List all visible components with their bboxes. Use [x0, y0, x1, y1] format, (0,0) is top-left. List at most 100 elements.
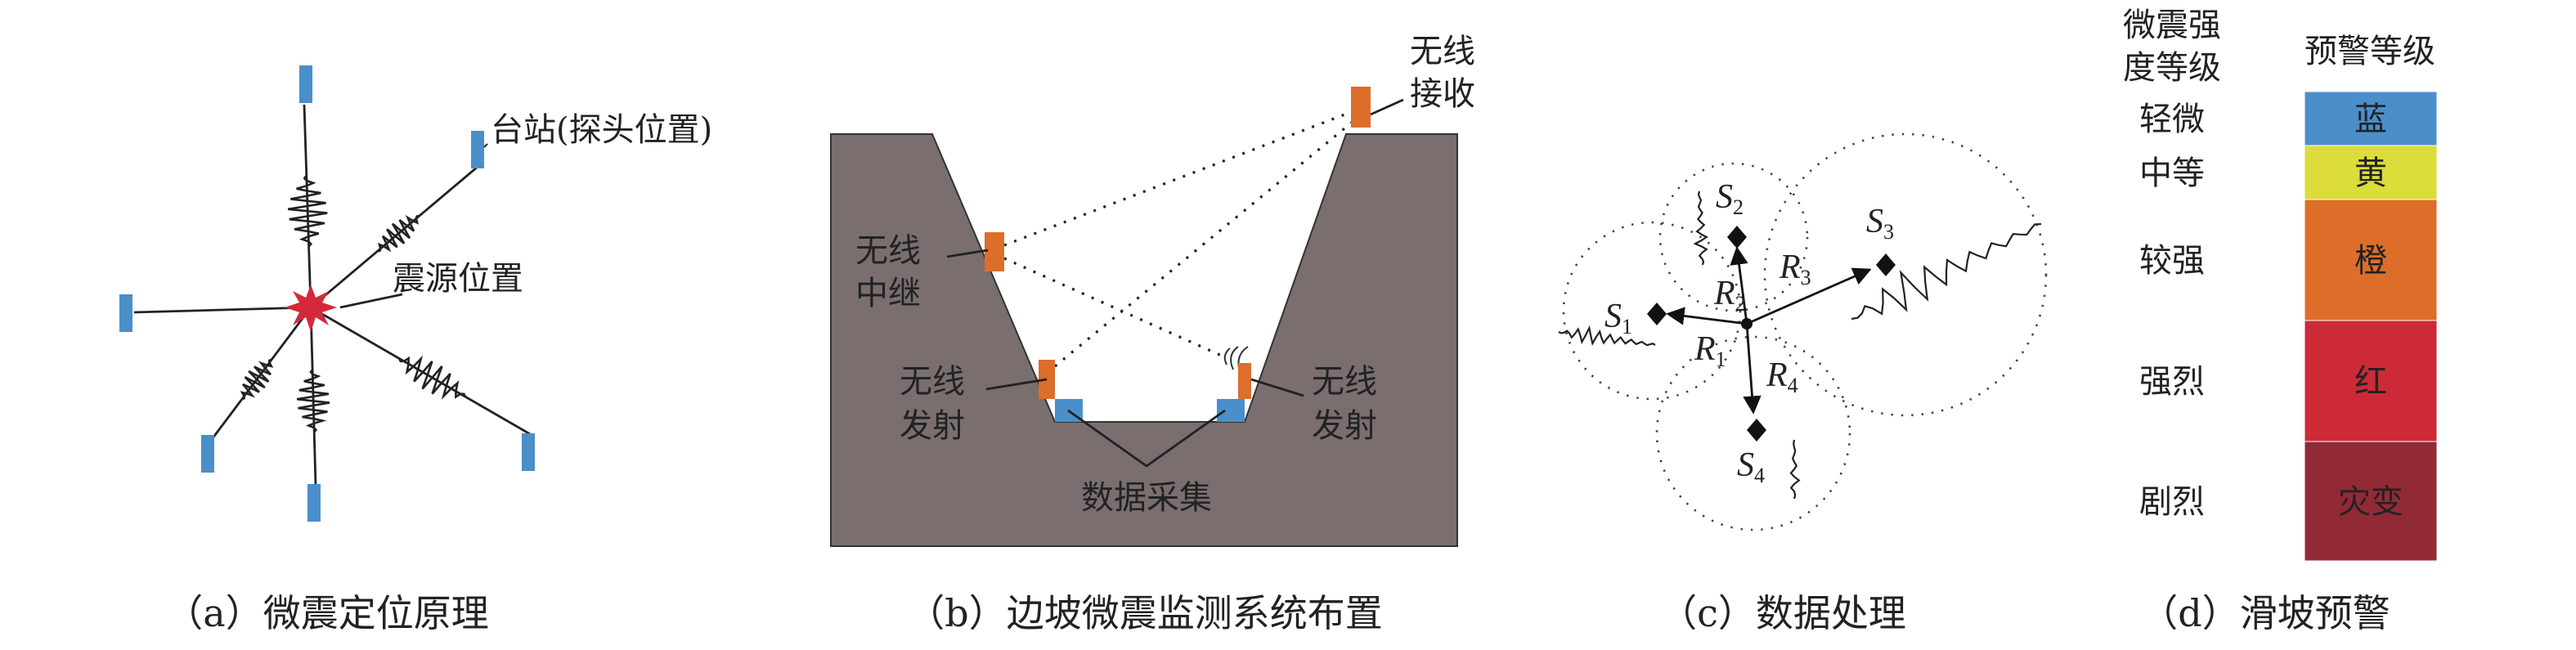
- warning-color-swatch: [2304, 91, 2438, 146]
- seismic-wave-icon: [397, 355, 467, 401]
- emit-left-label-1: 无线: [900, 363, 965, 401]
- relay-label-2: 中继: [855, 275, 921, 312]
- wave-path: [310, 165, 478, 309]
- warning-level-row: 较强橙: [2139, 199, 2438, 321]
- panel-a-microseismic-location: 台站(探头位置) 震源位置 （a）微震定位原理: [119, 65, 712, 635]
- arrow-r4: [1743, 323, 1761, 415]
- station-leader-line: [483, 143, 488, 148]
- station-label: 台站(探头位置): [491, 111, 712, 149]
- stations: [119, 65, 535, 522]
- circle-s2: [1658, 162, 1809, 312]
- range-circles: [1562, 132, 2048, 531]
- radius-label: R1: [1694, 330, 1726, 371]
- sensor-label: S2: [1716, 178, 1744, 219]
- warning-level-row: 强烈 红: [2139, 320, 2438, 442]
- sensor-s2-diamond-icon: [1727, 226, 1747, 249]
- source-label: 震源位置: [393, 260, 523, 298]
- circle-s3: [1763, 132, 2048, 417]
- warning-color-swatch: [2304, 441, 2438, 562]
- intensity-label: 剧烈: [2139, 483, 2205, 521]
- station-sensor: [201, 435, 214, 473]
- sensor-s1-diamond-icon: [1647, 303, 1667, 325]
- sensor-right: [1217, 399, 1245, 422]
- seismic-wave-icon: [377, 214, 420, 253]
- circle-s4: [1655, 335, 1851, 531]
- panel-b-monitoring-layout: 无线 中继 无线 发射 无线 发射 无线 接收 数据采集 （b）边坡微震监测系统…: [830, 33, 1475, 635]
- relay-radio: [985, 232, 1004, 271]
- seismogram-trace: [1789, 439, 1801, 500]
- wireless-links: [1003, 108, 1359, 368]
- wave-path: [133, 306, 312, 314]
- seismogram-trace: [1558, 325, 1656, 347]
- emit-right-label-2: 发射: [1312, 407, 1377, 445]
- caption-b: （b）边坡微震监测系统布置: [907, 591, 1382, 635]
- seismograms: [1558, 191, 2042, 500]
- emit-left-label-2: 发射: [900, 407, 965, 445]
- intensity-label: 轻微: [2139, 101, 2205, 138]
- caption-d: （d）滑坡预警: [2140, 591, 2390, 635]
- source-star-icon: [285, 285, 337, 332]
- warning-level-row: 剧烈 灾变: [2139, 441, 2438, 562]
- seismic-wave-icon: [240, 358, 274, 401]
- warning-color-swatch: [2304, 199, 2438, 321]
- warning-header: 预警等级: [2304, 33, 2435, 70]
- link-relay-emitter-right: [1003, 257, 1224, 358]
- sensor-s3-diamond-icon: [1876, 253, 1896, 276]
- acquisition-label: 数据采集: [1081, 479, 1212, 517]
- sensor-label: S4: [1737, 446, 1765, 487]
- wave-path: [211, 307, 312, 439]
- caption-c: （c）数据处理: [1659, 591, 1906, 635]
- intensity-label: 较强: [2139, 242, 2205, 280]
- link-relay-receiver: [1003, 108, 1358, 247]
- sensor-markers: [1647, 226, 1896, 442]
- circle-s1: [1562, 221, 1742, 401]
- relay-label-1: 无线: [855, 232, 921, 270]
- intensity-header-1: 微震强: [2123, 7, 2221, 44]
- intensity-label: 强烈: [2139, 363, 2205, 401]
- seismogram-trace: [1851, 222, 2042, 321]
- intensity-header-2: 度等级: [2123, 49, 2221, 87]
- radius-label: R4: [1766, 356, 1798, 397]
- warning-levels: 轻微 蓝中等 黄较强橙强烈 红剧烈 灾变: [2139, 91, 2438, 562]
- intensity-label: 中等: [2139, 155, 2205, 192]
- warning-level-row: 轻微 蓝: [2139, 91, 2438, 146]
- seismic-wave-icon: [287, 174, 328, 248]
- radius-label: R3: [1779, 249, 1811, 289]
- wave-path: [310, 306, 532, 437]
- caption-a: （a）微震定位原理: [165, 591, 488, 635]
- warning-level-row: 中等 黄: [2139, 145, 2438, 200]
- sensor-s4-diamond-icon: [1747, 419, 1766, 442]
- warning-label: 灾变: [2338, 483, 2403, 521]
- station-sensor: [522, 433, 535, 471]
- leader-lines: [946, 98, 1404, 468]
- panel-d-landslide-warning: 微震强 度等级 预警等级 轻微 蓝中等 黄较强橙强烈 红剧烈 灾变 （d）滑坡预警: [2123, 7, 2438, 635]
- arrow-r1: [1666, 307, 1748, 325]
- warning-color-swatch: [2304, 145, 2438, 200]
- seismic-wave-icon: [296, 369, 330, 433]
- sensor-label: S1: [1604, 298, 1632, 338]
- arrow-r2: [1730, 246, 1748, 325]
- receiver-label-1: 无线: [1410, 33, 1475, 70]
- station-sensor: [307, 484, 321, 522]
- warning-color-swatch: [2304, 320, 2438, 442]
- station-sensor: [119, 294, 132, 332]
- wave-paths: [133, 104, 532, 486]
- receiver-radio: [1351, 87, 1371, 128]
- receiver-label-2: 接收: [1410, 75, 1475, 113]
- station-sensor: [471, 131, 484, 168]
- seismogram-trace: [1693, 191, 1708, 266]
- arrow-r3: [1746, 267, 1872, 325]
- emit-right-label-1: 无线: [1312, 363, 1377, 401]
- emitter-right-radio: [1238, 363, 1251, 399]
- warning-label: 红: [2354, 363, 2387, 401]
- warning-label: 黄: [2354, 155, 2387, 192]
- station-sensor: [299, 65, 312, 103]
- radius-arrows: [1666, 246, 1872, 415]
- radius-label: R2: [1713, 275, 1746, 316]
- link-emitter-left-receiver: [1053, 116, 1359, 368]
- warning-label: 蓝: [2354, 101, 2387, 138]
- source-leader-line: [339, 293, 403, 309]
- sensor-label: S3: [1866, 203, 1894, 244]
